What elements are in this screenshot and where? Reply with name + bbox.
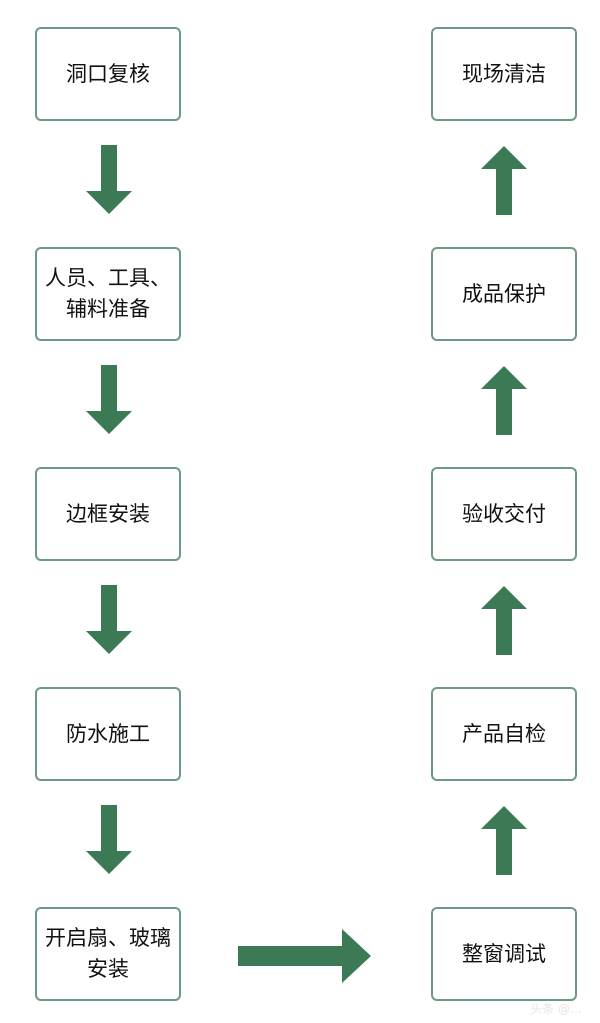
arrow-up-icon xyxy=(481,586,527,655)
step-site-cleaning: 现场清洁 xyxy=(431,27,577,121)
step-label: 整窗调试 xyxy=(462,941,546,966)
step-label: 开启扇、玻璃 安装 xyxy=(45,926,171,981)
arrow-up-icon xyxy=(481,366,527,435)
arrow-down-icon xyxy=(86,585,132,654)
arrow-down-icon xyxy=(86,145,132,214)
step-window-adjustment: 整窗调试 xyxy=(431,907,577,1001)
arrow-right-icon xyxy=(238,929,371,983)
arrow-up-icon xyxy=(481,806,527,875)
step-product-self-inspection: 产品自检 xyxy=(431,687,577,781)
step-frame-install: 边框安装 xyxy=(35,467,181,561)
step-label: 成品保护 xyxy=(462,281,546,306)
watermark: 头条 @… xyxy=(530,1002,582,1016)
step-label: 防水施工 xyxy=(66,721,150,746)
arrow-down-icon xyxy=(86,805,132,874)
step-product-protection: 成品保护 xyxy=(431,247,577,341)
step-staff-tools-prep: 人员、工具、 辅料准备 xyxy=(35,247,181,341)
step-sash-glass-install: 开启扇、玻璃 安装 xyxy=(35,907,181,1001)
step-label: 人员、工具、 辅料准备 xyxy=(45,266,171,321)
step-hole-check: 洞口复核 xyxy=(35,27,181,121)
step-label: 洞口复核 xyxy=(66,61,150,86)
step-label: 产品自检 xyxy=(462,721,546,746)
step-label: 现场清洁 xyxy=(462,61,546,86)
arrow-up-icon xyxy=(481,146,527,215)
step-acceptance-delivery: 验收交付 xyxy=(431,467,577,561)
step-label: 边框安装 xyxy=(66,501,150,526)
step-waterproofing: 防水施工 xyxy=(35,687,181,781)
arrow-down-icon xyxy=(86,365,132,434)
step-label: 验收交付 xyxy=(462,501,546,526)
